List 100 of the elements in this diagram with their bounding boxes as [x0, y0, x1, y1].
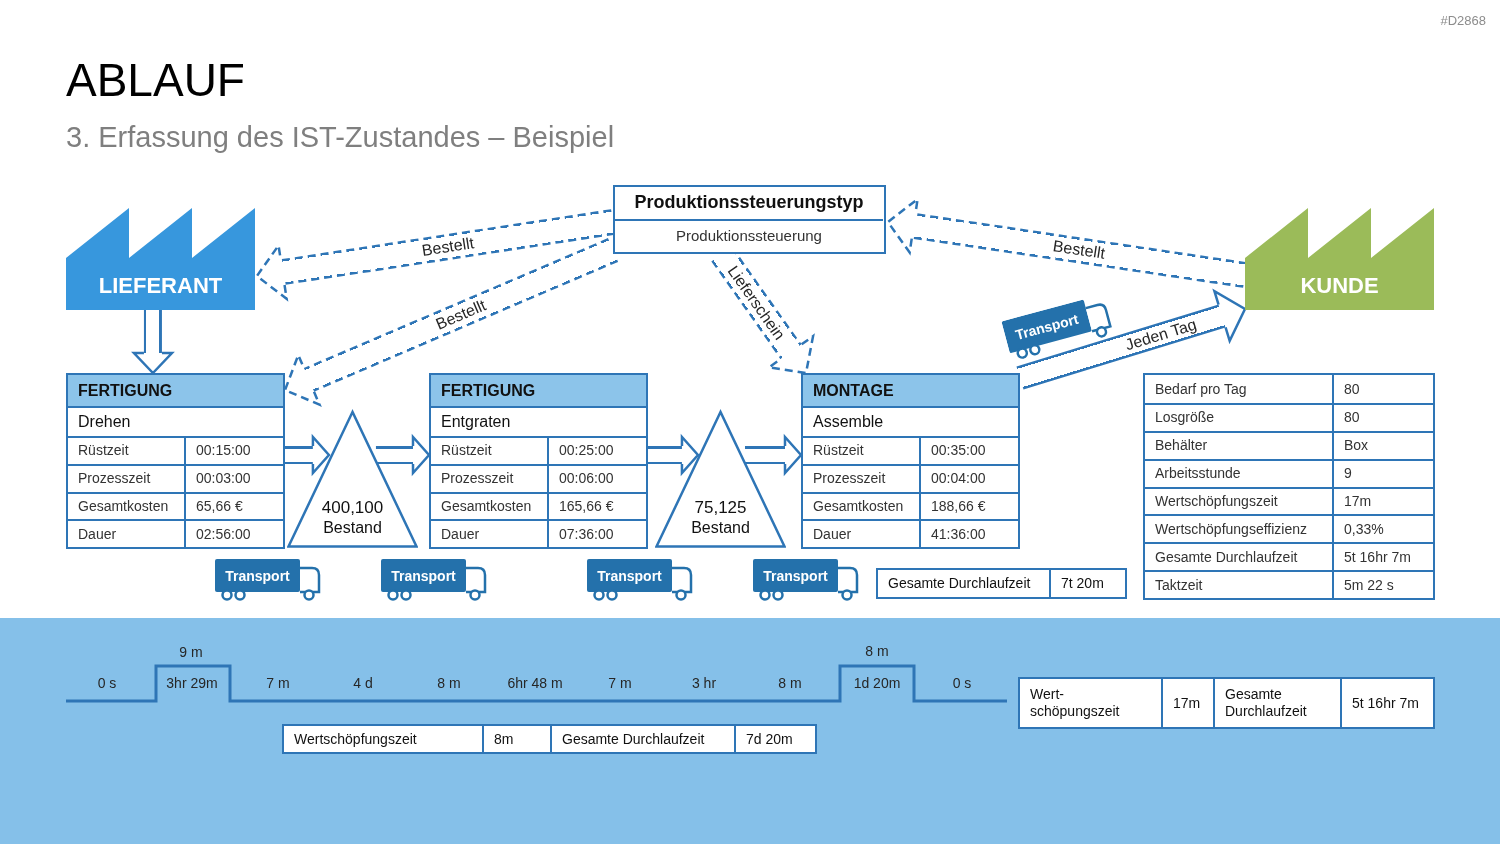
process-name: Assemble [803, 406, 1018, 436]
value-cell: 00:35:00 [919, 436, 1018, 464]
timeline-value: 0 s [952, 675, 972, 691]
process-box [429, 373, 648, 549]
reference-code: #D2868 [1440, 12, 1486, 28]
parameter-cell: Arbeitsstunde [1145, 458, 1332, 487]
value-cell: 8m [482, 726, 550, 752]
parameter-cell: Prozesszeit [68, 463, 184, 492]
inventory-label: Bestand [323, 518, 382, 538]
inventory-label: Bestand [691, 518, 750, 538]
parameter-cell: Behälter [1145, 430, 1332, 459]
parameter-cell: Wertschöpfungszeit [1145, 486, 1332, 515]
parameter-cell-text: Wertschöpfungszeit [293, 729, 418, 749]
parameter-cell: Gesamte Durchlaufzeit [1213, 679, 1340, 727]
control-box [613, 185, 886, 254]
factory-label: KUNDE [1300, 273, 1379, 299]
parameter-cell: Dauer [431, 519, 547, 547]
parameter-cell: Prozesszeit [803, 463, 919, 492]
factory-shape [1245, 208, 1434, 310]
control-box-text: Produktionssteuerung [615, 219, 883, 251]
timeline-value: 7 m [266, 675, 290, 691]
timeline-value: 9 m [179, 644, 203, 660]
inventory-quantity: 75,125 [694, 498, 747, 518]
value-cell: 41:36:00 [919, 519, 1018, 547]
truck-label: Transport [597, 567, 662, 584]
parameter-cell-text: Gesamte Durchlaufzeit [887, 574, 1032, 594]
parameter-cell: Rüstzeit [431, 436, 547, 464]
value-cell: 00:15:00 [184, 436, 283, 464]
transport-truck [215, 559, 321, 601]
process-name: Entgraten [431, 406, 646, 436]
factory-shape [66, 208, 255, 310]
parameter-cell: Gesamtkosten [431, 491, 547, 520]
process-box [66, 373, 285, 549]
summary-table [876, 568, 1127, 599]
value-cell: 07:36:00 [547, 519, 646, 547]
value-cell: 65,66 € [184, 491, 283, 520]
value-cell: 00:06:00 [547, 463, 646, 492]
timeline-value: 0 s [97, 675, 117, 691]
timeline-value: 3 hr [691, 675, 717, 691]
factory-label: LIEFERANT [98, 273, 223, 299]
value-cell: 5m 22 s [1332, 570, 1433, 598]
value-cell: 17m [1332, 486, 1433, 515]
inventory-quantity: 400,100 [321, 498, 384, 518]
process-name: Drehen [68, 406, 283, 436]
value-cell: 5t 16hr 7m [1340, 679, 1433, 727]
page-title: ABLAUF [66, 53, 245, 107]
parameter-cell: Gesamte Durchlaufzeit [1145, 542, 1332, 571]
parameter-cell: Gesamtkosten [68, 491, 184, 520]
process-header: FERTIGUNG [68, 375, 283, 406]
parameter-cell: Rüstzeit [68, 436, 184, 464]
summary-table [1018, 677, 1435, 729]
parameter-cell-text: Bedarf pro Tag [1154, 379, 1248, 399]
parameter-cell: Taktzeit [1145, 570, 1332, 598]
timeline-value: 7 m [608, 675, 632, 691]
inventory-triangle [655, 408, 786, 548]
parameter-cell: Dauer [803, 519, 919, 547]
inventory-triangle [287, 408, 418, 548]
value-cell: 02:56:00 [184, 519, 283, 547]
timeline-value: 8 m [778, 675, 802, 691]
timeline-value: 4 d [353, 675, 373, 691]
control-box-title: Produktionssteuerungstyp [633, 191, 865, 215]
value-cell: 00:03:00 [184, 463, 283, 492]
value-cell: 188,66 € [919, 491, 1018, 520]
timeline-value: 8 m [437, 675, 461, 691]
truck-label: Transport [763, 567, 828, 584]
timeline-value: 1d 20m [853, 675, 901, 691]
process-header: FERTIGUNG [431, 375, 646, 406]
parameter-cell: Gesamtkosten [803, 491, 919, 520]
parameter-cell: Losgröße [1145, 402, 1332, 431]
data-table [1143, 373, 1435, 600]
parameter-cell: Dauer [68, 519, 184, 547]
truck-label: Transport [391, 567, 456, 584]
value-cell: 80 [1332, 402, 1433, 431]
value-cell: 7d 20m [734, 726, 815, 752]
value-cell: 165,66 € [547, 491, 646, 520]
value-cell: 80 [1332, 375, 1433, 403]
value-cell: 5t 16hr 7m [1332, 542, 1433, 571]
parameter-cell: Gesamte Durchlaufzeit [550, 726, 734, 752]
transport-truck [381, 559, 487, 601]
parameter-cell: Rüstzeit [803, 436, 919, 464]
value-cell: 0,33% [1332, 514, 1433, 543]
truck-label: Transport [225, 567, 290, 584]
parameter-cell: Wertschöpfungseffizienz [1145, 514, 1332, 543]
value-cell: 17m [1161, 679, 1213, 727]
value-cell: 7t 20m [1049, 570, 1125, 597]
page-subtitle: 3. Erfassung des IST-Zustandes – Beispiel [66, 120, 615, 154]
timeline-value: 6hr 48 m [507, 675, 563, 691]
transport-truck [753, 559, 859, 601]
value-cell: 00:25:00 [547, 436, 646, 464]
value-cell: 00:04:00 [919, 463, 1018, 492]
value-cell: Box [1332, 430, 1433, 459]
value-cell: 9 [1332, 458, 1433, 487]
process-box [801, 373, 1020, 549]
process-header: MONTAGE [803, 375, 1018, 406]
timeline-value: 8 m [865, 643, 889, 659]
parameter-cell-text: Wert- schöpungszeit [1029, 685, 1121, 721]
timeline-value: 3hr 29m [166, 675, 218, 691]
parameter-cell: Prozesszeit [431, 463, 547, 492]
transport-truck [587, 559, 693, 601]
summary-table [282, 724, 817, 754]
